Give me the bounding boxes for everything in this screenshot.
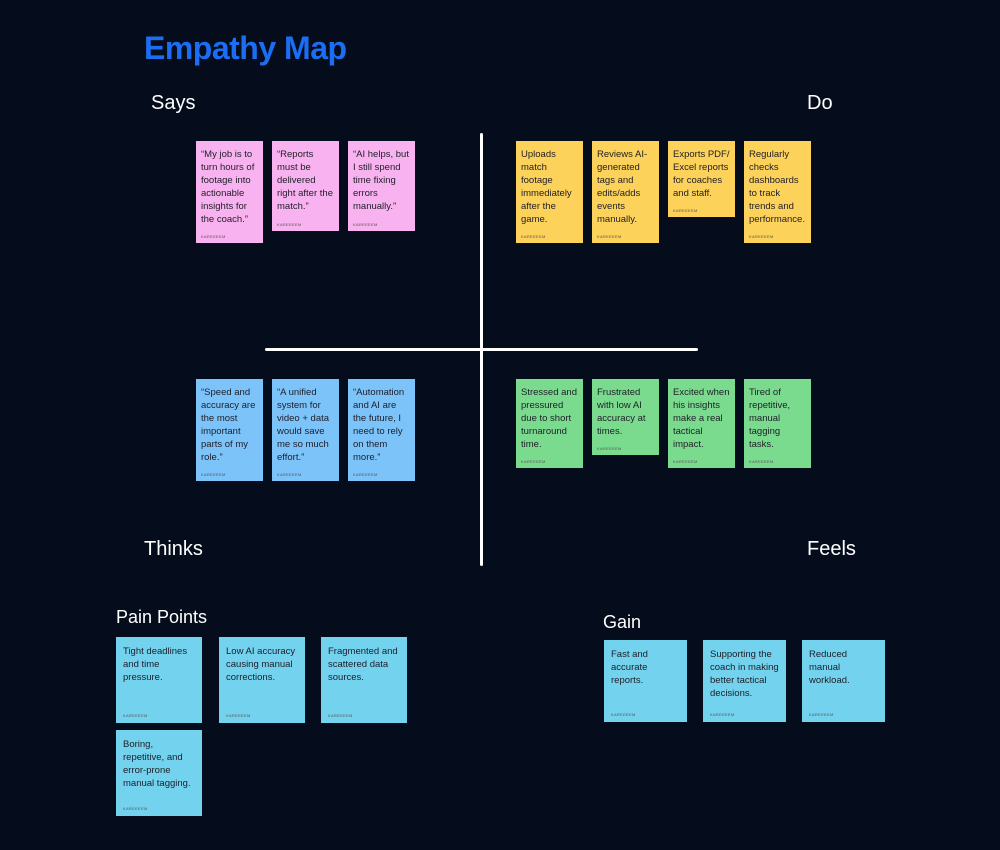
sticky-note-author: KAREEEEM [353, 472, 378, 477]
sticky-note-author: KAREEEEM [226, 713, 251, 718]
sticky-note-pain-points[interactable]: Low AI accuracy causing manual correctio… [219, 637, 305, 723]
sticky-note-text: “AI helps, but I still spend time fixing… [353, 149, 409, 212]
sticky-note-text: Excited when his insights make a real ta… [673, 387, 730, 450]
sticky-note-text: Reduced manual workload. [809, 649, 850, 686]
sticky-note-thinks[interactable]: “Speed and accuracy are the most importa… [196, 379, 263, 481]
sticky-note-text: Supporting the coach in making better ta… [710, 649, 779, 699]
sticky-note-author: KAREEEEM [123, 713, 148, 718]
sticky-note-author: KAREEEEM [201, 234, 226, 239]
sticky-note-text: “Speed and accuracy are the most importa… [201, 387, 256, 463]
sticky-note-author: KAREEEEM [809, 712, 834, 717]
sticky-note-author: KAREEEEM [597, 446, 622, 451]
sticky-note-do[interactable]: Regularly checks dashboards to track tre… [744, 141, 811, 243]
sticky-note-do[interactable]: Reviews AI-generated tags and edits/adds… [592, 141, 659, 243]
sticky-note-thinks[interactable]: “Automation and AI are the future, I nee… [348, 379, 415, 481]
sticky-note-pain-points[interactable]: Boring, repetitive, and error-prone manu… [116, 730, 202, 816]
sticky-note-gain[interactable]: Supporting the coach in making better ta… [703, 640, 786, 722]
sticky-note-text: Exports PDF/ Excel reports for coaches a… [673, 149, 730, 199]
page-title: Empathy Map [144, 30, 347, 66]
sticky-note-feels[interactable]: Excited when his insights make a real ta… [668, 379, 735, 468]
quadrant-label-do: Do [807, 92, 833, 114]
sticky-note-author: KAREEEEM [749, 234, 774, 239]
sticky-note-text: Tight deadlines and time pressure. [123, 646, 188, 683]
sticky-note-says[interactable]: “My job is to turn hours of footage into… [196, 141, 263, 243]
quadrant-label-thinks: Thinks [144, 538, 203, 560]
sticky-note-text: Fragmented and scattered data sources. [328, 646, 398, 683]
sticky-note-author: KAREEEEM [353, 222, 378, 227]
sticky-note-thinks[interactable]: “A unified system for video + data would… [272, 379, 339, 481]
sticky-note-author: KAREEEEM [123, 806, 148, 811]
sticky-note-author: KAREEEEM [611, 712, 636, 717]
sticky-note-feels[interactable]: Stressed and pressured due to short turn… [516, 379, 583, 468]
sticky-note-feels[interactable]: Tired of repetitive, manual tagging task… [744, 379, 811, 468]
sticky-note-text: Fast and accurate reports. [611, 649, 648, 686]
gain-heading: Gain [603, 612, 642, 632]
sticky-note-pain-points[interactable]: Fragmented and scattered data sources. KA… [321, 637, 407, 723]
sticky-note-author: KAREEEEM [673, 459, 698, 464]
sticky-note-author: KAREEEEM [749, 459, 774, 464]
sticky-note-author: KAREEEEM [673, 208, 698, 213]
sticky-note-do[interactable]: Exports PDF/ Excel reports for coaches a… [668, 141, 735, 217]
sticky-note-text: Uploads match footage immediately after … [521, 149, 572, 225]
sticky-note-author: KAREEEEM [597, 234, 622, 239]
pain-points-heading: Pain Points [116, 607, 208, 627]
sticky-note-author: KAREEEEM [521, 234, 546, 239]
sticky-note-author: KAREEEEM [201, 472, 226, 477]
sticky-note-author: KAREEEEM [710, 712, 735, 717]
sticky-note-text: Frustrated with low AI accuracy at times… [597, 387, 646, 437]
sticky-note-says[interactable]: “Reports must be delivered right after t… [272, 141, 339, 231]
sticky-note-text: “My job is to turn hours of footage into… [201, 149, 255, 225]
quadrant-label-feels: Feels [807, 538, 856, 560]
quadrant-label-says: Says [151, 92, 196, 114]
sticky-note-author: KAREEEEM [277, 222, 302, 227]
horizontal-axis-line [265, 348, 698, 351]
sticky-note-text: “Automation and AI are the future, I nee… [353, 387, 405, 463]
sticky-note-author: KAREEEEM [521, 459, 546, 464]
sticky-note-do[interactable]: Uploads match footage immediately after … [516, 141, 583, 243]
sticky-note-text: Tired of repetitive, manual tagging task… [749, 387, 791, 450]
sticky-note-text: “A unified system for video + data would… [277, 387, 330, 463]
sticky-note-gain[interactable]: Reduced manual workload. KAREEEEM [802, 640, 885, 722]
sticky-note-feels[interactable]: Frustrated with low AI accuracy at times… [592, 379, 659, 455]
sticky-note-says[interactable]: “AI helps, but I still spend time fixing… [348, 141, 415, 231]
sticky-note-text: Stressed and pressured due to short turn… [521, 387, 577, 450]
sticky-note-text: “Reports must be delivered right after t… [277, 149, 333, 212]
sticky-note-author: KAREEEEM [277, 472, 302, 477]
sticky-note-gain[interactable]: Fast and accurate reports. KAREEEEM [604, 640, 687, 722]
sticky-note-text: Reviews AI-generated tags and edits/adds… [597, 149, 648, 225]
sticky-note-text: Regularly checks dashboards to track tre… [749, 149, 805, 225]
sticky-note-text: Low AI accuracy causing manual correctio… [226, 646, 296, 683]
sticky-note-pain-points[interactable]: Tight deadlines and time pressure. KAREEE… [116, 637, 202, 723]
sticky-note-text: Boring, repetitive, and error-prone manu… [123, 739, 191, 789]
sticky-note-author: KAREEEEM [328, 713, 353, 718]
